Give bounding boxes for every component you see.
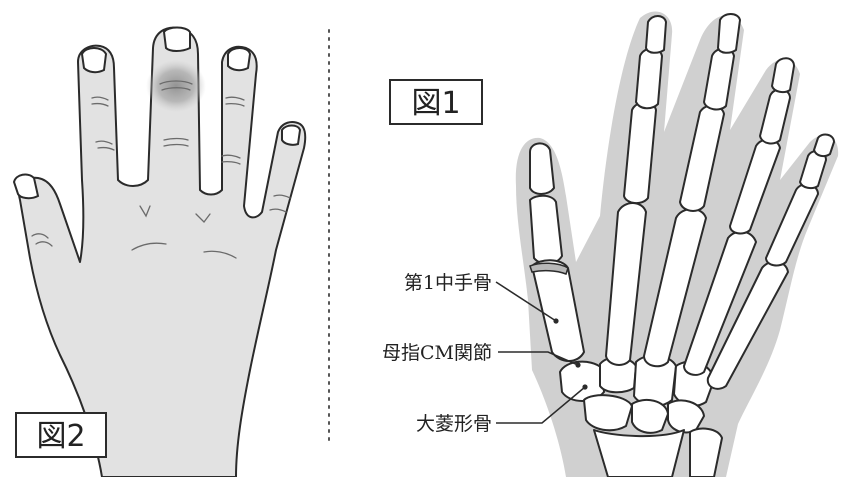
hand-skeleton-illustration: [516, 11, 838, 477]
label-thumb-cm-joint: 母指CM関節: [382, 342, 492, 364]
index-nail: [82, 48, 106, 72]
thumb-nail: [14, 175, 38, 199]
lunate: [632, 400, 668, 433]
thumb-proximal-phalanx: [530, 196, 562, 264]
label-trapezium: 大菱形骨: [416, 413, 492, 435]
index-distal-phalanx: [646, 16, 666, 53]
little-nail: [282, 126, 300, 145]
thumb-distal-phalanx: [530, 143, 554, 194]
figure1-label: 図1: [411, 86, 460, 121]
ring-nail: [228, 48, 250, 70]
middle-nail: [164, 28, 190, 52]
middle-distal-phalanx: [718, 14, 740, 53]
ring-distal-phalanx: [772, 58, 794, 92]
hand-illustration: [14, 28, 305, 477]
radius: [594, 430, 684, 477]
index-middle-phalanx: [636, 49, 662, 109]
swelling-highlight: [146, 60, 206, 112]
figure1-label-box: 図1: [390, 80, 482, 124]
figure2-label: 図2: [36, 419, 85, 454]
label-first-metacarpal: 第1中手骨: [404, 272, 492, 294]
figure2-label-box: 図2: [16, 413, 106, 457]
scaphoid: [584, 395, 632, 430]
